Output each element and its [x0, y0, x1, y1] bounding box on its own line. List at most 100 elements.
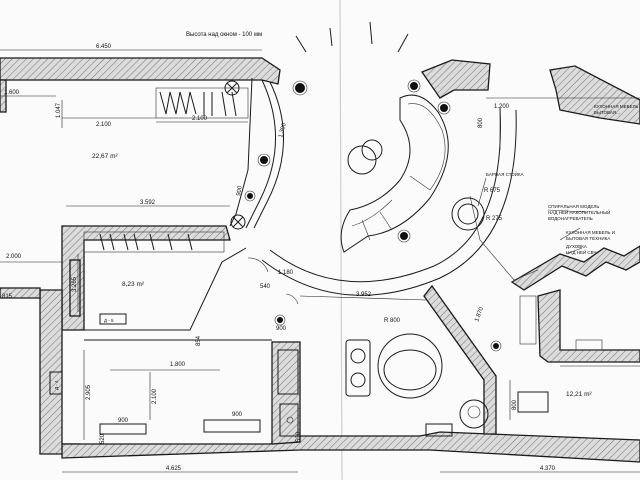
note-bar-stand: БАРНАЯ СТОЙКА	[486, 170, 524, 177]
room-area-label: 12,21 m²	[566, 391, 592, 398]
window-mark	[329, 27, 333, 47]
bar-table-round	[451, 197, 485, 231]
note-kitchen-tech: КУХОННАЯ МЕБЕЛЬ И	[566, 230, 615, 235]
note-kitchen-tech: БЫТОВАЯ ТЕХНИКА	[566, 236, 610, 241]
note-hood: ДУХОВКА	[566, 244, 587, 249]
lamp-icon	[397, 229, 411, 243]
wardrobe-vertical-left	[69, 259, 81, 317]
bathtub-round	[377, 333, 443, 399]
window-mark	[369, 21, 373, 45]
door-swing	[247, 257, 269, 273]
bar-stool-large-inner	[361, 139, 383, 161]
wall-top-right-pillar	[421, 59, 491, 99]
note-hood: НАД НЕЙ СВЧ	[566, 248, 596, 255]
window-mark	[295, 35, 307, 53]
dim-label: 3.952	[356, 292, 372, 298]
wall-right-zigzag	[510, 245, 640, 291]
dim-label: 800	[478, 117, 484, 128]
dim-label: 520	[100, 433, 106, 444]
dim-label: 4.625	[166, 466, 182, 472]
dim-label: 1.870	[474, 306, 485, 323]
dim-label: 800	[512, 399, 518, 410]
bar-stool-large	[347, 145, 377, 175]
kitchen-counter	[517, 391, 549, 413]
dim-label: 1.200	[494, 104, 510, 110]
dim-label: 4.370	[540, 466, 556, 472]
double-sink	[345, 339, 371, 397]
note-spiral: ВОДОНАГРЕВАТЕЛЬ	[548, 216, 593, 221]
curved-sofa	[340, 94, 449, 253]
leader-line	[559, 227, 581, 241]
door-tag: Д - 4	[54, 380, 59, 390]
shower-tray	[425, 423, 453, 437]
room-area-label: 22,67 m²	[92, 153, 118, 160]
dimension-line	[299, 295, 427, 301]
dim-label: 1.180	[278, 270, 294, 276]
lamp-icon	[292, 80, 308, 96]
dim-label: 1.800	[170, 362, 186, 368]
kitchen-cabinet	[519, 295, 537, 345]
lamp-icon	[274, 314, 286, 326]
radius-label: R 275	[486, 216, 503, 222]
window-mark	[397, 33, 409, 53]
note-spiral: НАД НЕЙ НАКОПИТЕЛЬНЫЙ	[548, 208, 610, 215]
radius-label: R 675	[484, 188, 501, 194]
door-opening	[49, 371, 63, 395]
room-divider-left	[84, 247, 247, 331]
dim-label: 900	[232, 412, 243, 418]
wardrobe-left-room	[83, 231, 225, 253]
bench	[203, 419, 261, 433]
dim-label: 6.450	[96, 44, 112, 50]
washbasin	[459, 399, 489, 429]
bath-cabinet	[277, 349, 299, 395]
window-height-note: Высота над окном - 100 мм	[186, 32, 262, 38]
dim-label: 540	[260, 284, 271, 290]
corridor-arc-outer	[261, 109, 517, 296]
dim-label: 2.100	[192, 116, 208, 122]
dim-label: 854	[196, 335, 202, 346]
wall-right-lower	[537, 289, 640, 363]
door-tag: Д - 5	[104, 318, 114, 323]
dim-label: 1.047	[56, 102, 62, 118]
dim-label: 900	[236, 185, 244, 197]
bar-table-round-inner	[457, 203, 479, 225]
wall-top-left	[0, 57, 281, 85]
lamp-icon	[490, 340, 502, 352]
wall-right-kitchen	[549, 65, 640, 125]
wardrobe-wall-line	[247, 77, 253, 171]
leader-line	[547, 209, 587, 213]
note-spiral: СПИРАЛЬНАЯ МОДЕЛЬ	[548, 204, 599, 209]
radius-label: R 800	[384, 318, 401, 324]
lamp-icon	[257, 153, 271, 167]
bench	[99, 423, 147, 435]
dim-label: 815	[2, 294, 13, 300]
lamp-icon	[437, 101, 451, 115]
note-kitchen-furniture: КУХОННАЯ МЕБЕЛЬ	[594, 104, 639, 109]
dim-label: 2.905	[86, 384, 92, 400]
dim-label: 1.600	[4, 90, 20, 96]
dim-label: 3.592	[140, 200, 156, 206]
bar-counter-outline	[469, 195, 539, 281]
wall-bathroom-column	[271, 341, 301, 445]
curved-partition-top-inner	[253, 81, 284, 229]
dim-label: 3.265	[72, 276, 78, 292]
vent-icon	[224, 80, 240, 96]
corridor-arc-inner	[269, 107, 501, 283]
curved-partition-top	[245, 79, 276, 229]
lamp-icon	[244, 190, 256, 202]
dim-label: 900	[276, 326, 287, 332]
dim-label: 900	[118, 418, 129, 424]
wall-bath-partition	[423, 284, 497, 435]
wall-left-room	[61, 225, 231, 331]
leader-line	[565, 247, 583, 255]
kitchen-cabinet	[575, 339, 603, 351]
wall-left-lower	[0, 287, 41, 299]
dim-label: 530	[296, 431, 302, 442]
room-area-label: 8,23 m²	[122, 281, 145, 288]
toilet	[279, 403, 299, 437]
door-swing	[285, 293, 299, 305]
note-kitchen-furniture: БЫТОВАЯ...	[594, 110, 620, 115]
lamp-icon	[407, 79, 421, 93]
dim-label: 2.100	[96, 122, 112, 128]
